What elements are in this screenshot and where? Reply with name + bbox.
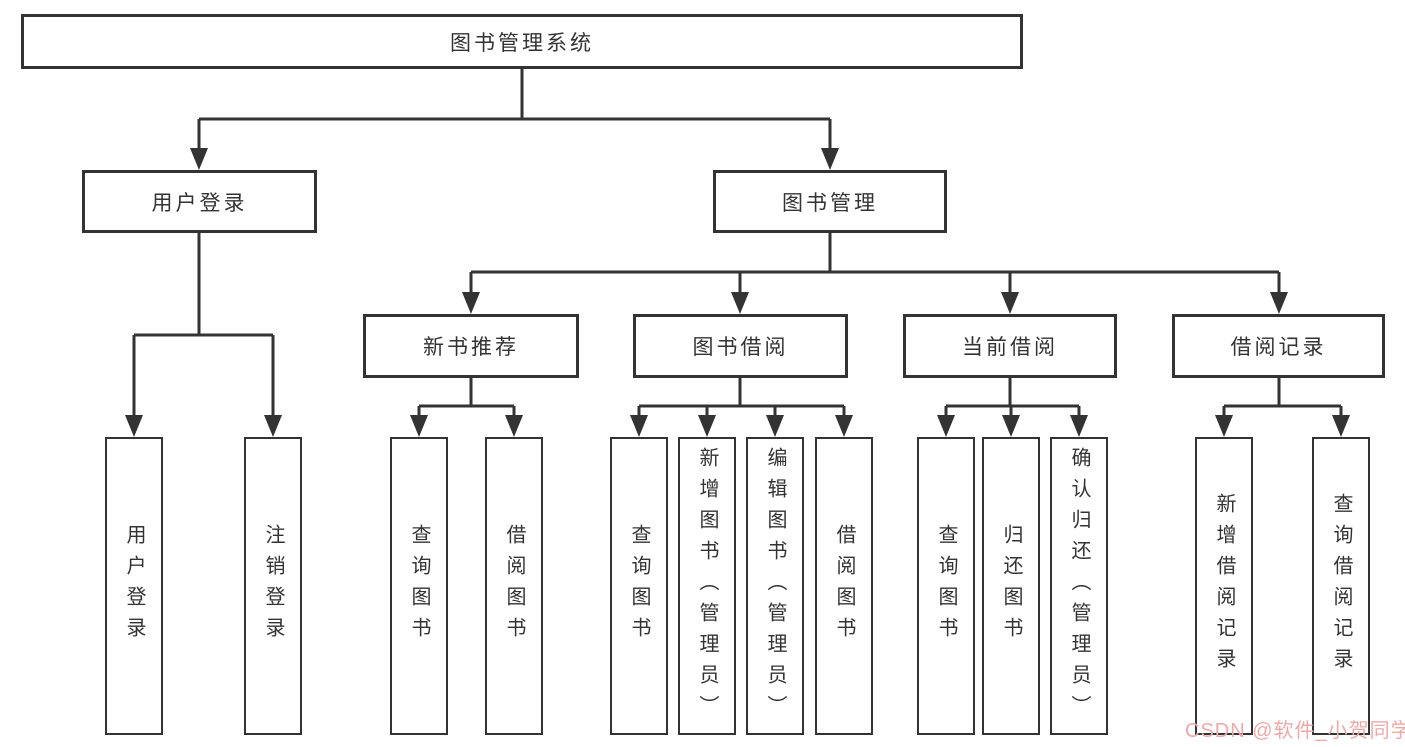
leaf-nbr-borrow-book: 借阅图书 (485, 437, 543, 735)
leaf-label: 查询图书 (408, 524, 430, 648)
leaf-logout: 注销登录 (244, 437, 302, 735)
leaf-label: 确认归还（管理员） (1068, 446, 1090, 726)
leaf-label: 查询图书 (935, 524, 957, 648)
leaf-bb-edit-book: 编辑图书（管理员） (746, 437, 804, 735)
leaf-cb-return-book: 归还图书 (982, 437, 1040, 735)
leaf-label: 编辑图书（管理员） (764, 446, 786, 726)
node-book-borrow: 图书借阅 (633, 314, 848, 378)
leaf-br-add-record: 新增借阅记录 (1195, 437, 1253, 735)
leaf-bb-add-book: 新增图书（管理员） (678, 437, 736, 735)
leaf-label: 借阅图书 (503, 524, 525, 648)
leaf-label: 查询图书 (628, 524, 650, 648)
leaf-label: 用户登录 (123, 524, 145, 648)
node-new-book-recommend: 新书推荐 (363, 314, 579, 378)
leaf-label: 借阅图书 (833, 524, 855, 648)
leaf-label: 新增图书（管理员） (696, 446, 718, 726)
leaf-label: 注销登录 (262, 524, 284, 648)
leaf-cb-confirm-return: 确认归还（管理员） (1050, 437, 1108, 735)
leaf-br-query-record: 查询借阅记录 (1312, 437, 1370, 735)
leaf-label: 新增借阅记录 (1213, 493, 1235, 679)
leaf-bb-borrow-book: 借阅图书 (815, 437, 873, 735)
node-borrow-records: 借阅记录 (1172, 314, 1385, 378)
node-user-login: 用户登录 (82, 170, 317, 233)
leaf-bb-query-book: 查询图书 (610, 437, 668, 735)
node-root: 图书管理系统 (21, 14, 1023, 69)
leaf-cb-query-book: 查询图书 (917, 437, 975, 735)
leaf-user-login: 用户登录 (105, 437, 163, 735)
node-current-borrow: 当前借阅 (903, 314, 1117, 378)
leaf-label: 归还图书 (1000, 524, 1022, 648)
leaf-label: 查询借阅记录 (1330, 493, 1352, 679)
node-book-management: 图书管理 (713, 170, 947, 233)
csdn-watermark: CSDN @软件_小贺同学 (1185, 720, 1405, 742)
leaf-nbr-query-book: 查询图书 (390, 437, 448, 735)
